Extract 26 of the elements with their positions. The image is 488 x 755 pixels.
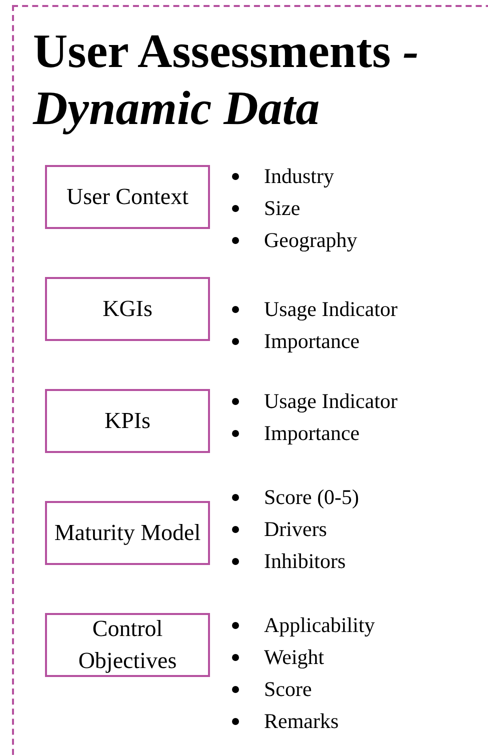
bullet-text: Geography: [264, 227, 358, 254]
bullet-text: Usage Indicator: [264, 296, 398, 323]
category-box: [45, 501, 210, 565]
bullet-text: Inhibitors: [264, 548, 346, 575]
box-label: KPIs: [104, 407, 150, 435]
category-box: [45, 165, 210, 229]
bullet-text: Importance: [264, 328, 360, 355]
bullet-text: Score (0-5): [264, 484, 360, 511]
bullet-text: Importance: [264, 420, 360, 447]
category-box: [45, 277, 210, 341]
box-label: User Context: [66, 183, 188, 211]
bullet-text: Score: [264, 676, 312, 703]
box-label: Maturity Model: [54, 519, 201, 547]
category-box: [45, 613, 210, 677]
bullet-text: Size: [264, 195, 300, 222]
category-box: [45, 389, 210, 453]
bullet-text: Industry: [264, 163, 334, 190]
box-label: Control Objectives: [77, 615, 178, 675]
box-label: KGIs: [102, 295, 152, 323]
dashed-frame: [12, 5, 488, 755]
heading: User Assessments - Dynamic Data: [33, 24, 420, 137]
bullet-text: Usage Indicator: [264, 388, 398, 415]
bullet-text: Applicability: [264, 612, 375, 639]
bullet-text: Drivers: [264, 516, 327, 543]
bullet-text: Weight: [264, 644, 324, 671]
bullet-text: Remarks: [264, 708, 339, 735]
